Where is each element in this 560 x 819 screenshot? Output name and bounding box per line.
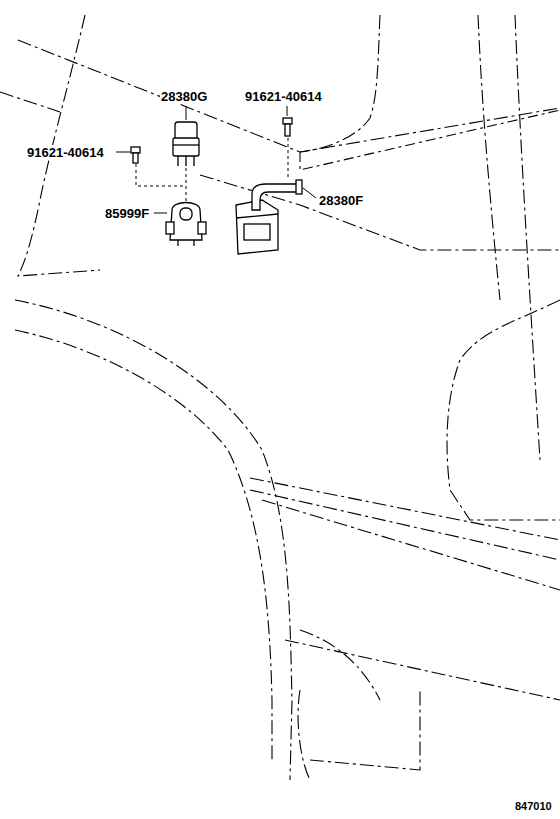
part-number: 85999F [104,206,150,221]
figure-id: 847010 [514,800,553,813]
part-number: 91621-40614 [26,145,105,160]
part-number: 28380G [160,89,208,104]
part-number: 91621-40614 [244,89,323,104]
part-number: 28380F [318,193,364,208]
